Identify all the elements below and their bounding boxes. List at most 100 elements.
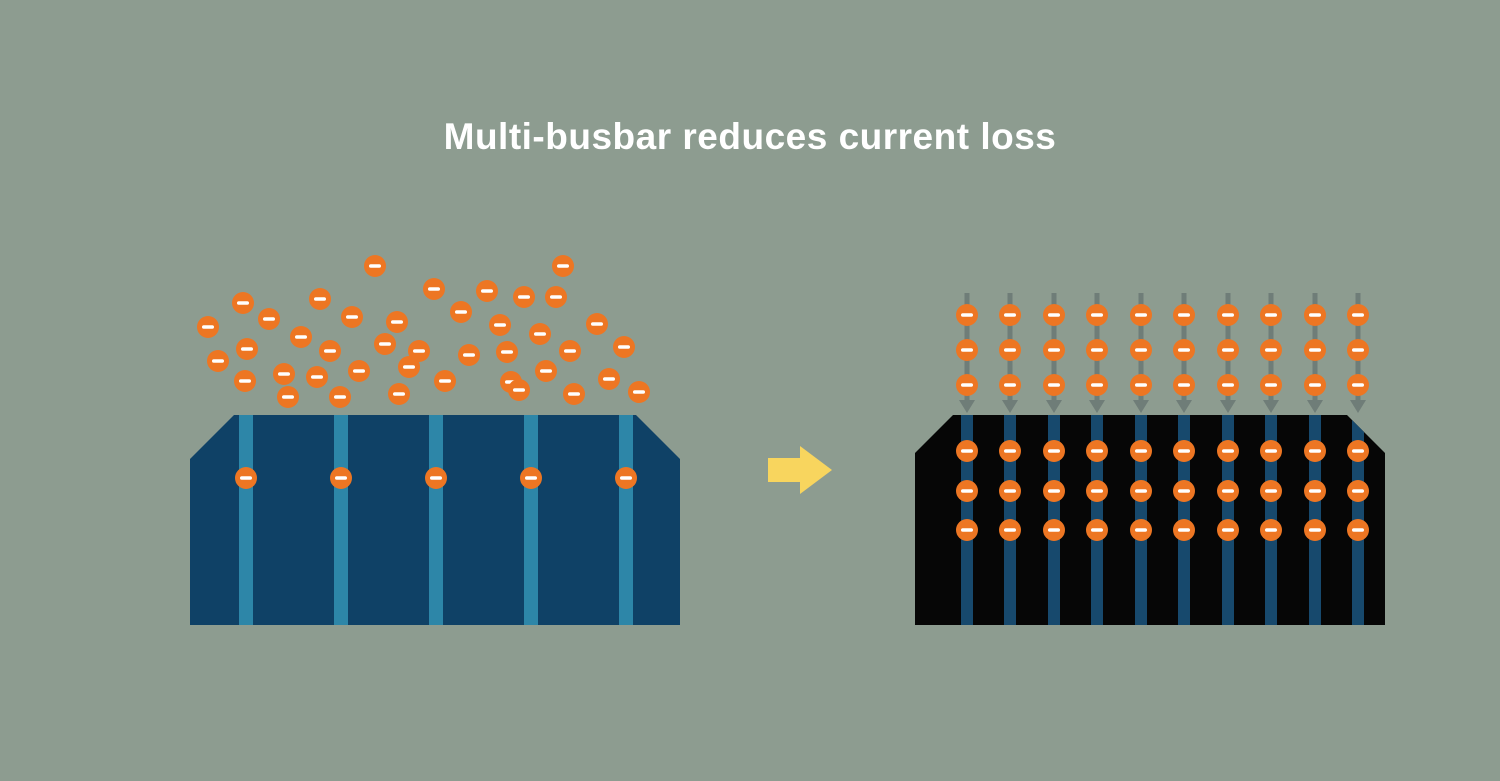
electron	[1304, 339, 1326, 361]
electron	[1347, 440, 1369, 462]
electron	[1173, 519, 1195, 541]
electron	[348, 360, 370, 382]
minus-sign	[1222, 489, 1234, 493]
minus-sign	[1091, 528, 1103, 532]
minus-sign	[1352, 313, 1364, 317]
busbar	[524, 415, 538, 625]
minus-sign	[334, 395, 346, 399]
minus-sign	[1048, 348, 1060, 352]
minus-sign	[961, 313, 973, 317]
minus-sign	[1309, 383, 1321, 387]
electron	[1173, 440, 1195, 462]
minus-sign	[1309, 489, 1321, 493]
electron	[1304, 304, 1326, 326]
incoming-electrons	[956, 304, 1369, 396]
busbar	[429, 415, 443, 625]
electron	[1347, 304, 1369, 326]
electron	[458, 344, 480, 366]
minus-sign	[1352, 449, 1364, 453]
minus-sign	[1222, 528, 1234, 532]
electron	[1043, 339, 1065, 361]
minus-sign	[540, 369, 552, 373]
electron	[1217, 339, 1239, 361]
minus-sign	[439, 379, 451, 383]
minus-sign	[202, 325, 214, 329]
electron	[1347, 339, 1369, 361]
minus-sign	[1352, 528, 1364, 532]
minus-sign	[282, 395, 294, 399]
electron	[1086, 304, 1108, 326]
electron	[1260, 374, 1282, 396]
electron	[330, 467, 352, 489]
minus-sign	[430, 476, 442, 480]
electron	[1130, 374, 1152, 396]
electron	[277, 386, 299, 408]
minus-sign	[1135, 313, 1147, 317]
minus-sign	[1048, 449, 1060, 453]
minus-sign	[1222, 449, 1234, 453]
electron	[1260, 339, 1282, 361]
electron	[508, 379, 530, 401]
minus-sign	[379, 342, 391, 346]
minus-sign	[314, 297, 326, 301]
electron	[1304, 374, 1326, 396]
minus-sign	[1048, 489, 1060, 493]
minus-sign	[1135, 449, 1147, 453]
down-arrow-head	[959, 400, 975, 413]
minus-sign	[1048, 313, 1060, 317]
electron	[535, 360, 557, 382]
electron	[1043, 519, 1065, 541]
minus-sign	[1309, 449, 1321, 453]
minus-sign	[1265, 489, 1277, 493]
down-arrow-head	[1002, 400, 1018, 413]
down-arrow-head	[1220, 400, 1236, 413]
electron	[586, 313, 608, 335]
minus-sign	[1352, 348, 1364, 352]
electron	[1217, 304, 1239, 326]
minus-sign	[961, 383, 973, 387]
electron	[529, 323, 551, 345]
minus-sign	[1265, 528, 1277, 532]
minus-sign	[240, 476, 252, 480]
electron	[1260, 440, 1282, 462]
electron	[1217, 480, 1239, 502]
electron	[489, 314, 511, 336]
electron	[1173, 374, 1195, 396]
electron	[999, 440, 1021, 462]
scattered-electrons	[197, 255, 650, 408]
electron	[197, 316, 219, 338]
minus-sign	[1004, 489, 1016, 493]
minus-sign	[591, 322, 603, 326]
minus-sign	[1004, 528, 1016, 532]
minus-sign	[403, 365, 415, 369]
minus-sign	[1222, 383, 1234, 387]
electron	[613, 336, 635, 358]
electron	[999, 374, 1021, 396]
minus-sign	[1178, 449, 1190, 453]
minus-sign	[393, 392, 405, 396]
electron	[1260, 304, 1282, 326]
electron	[207, 350, 229, 372]
minus-sign	[961, 489, 973, 493]
down-arrow-head	[1176, 400, 1192, 413]
electron	[1347, 480, 1369, 502]
minus-sign	[1265, 348, 1277, 352]
electron	[1086, 440, 1108, 462]
transition-arrow	[768, 446, 832, 494]
minus-sign	[501, 350, 513, 354]
electron	[1347, 519, 1369, 541]
electron	[1260, 480, 1282, 502]
electron	[1043, 374, 1065, 396]
busbar	[239, 415, 253, 625]
electron	[1130, 519, 1152, 541]
minus-sign	[603, 377, 615, 381]
electron	[1217, 519, 1239, 541]
minus-sign	[212, 359, 224, 363]
minus-sign	[1222, 348, 1234, 352]
electron	[1086, 339, 1108, 361]
minus-sign	[1135, 528, 1147, 532]
electron	[1304, 440, 1326, 462]
electron	[520, 467, 542, 489]
minus-sign	[1004, 348, 1016, 352]
